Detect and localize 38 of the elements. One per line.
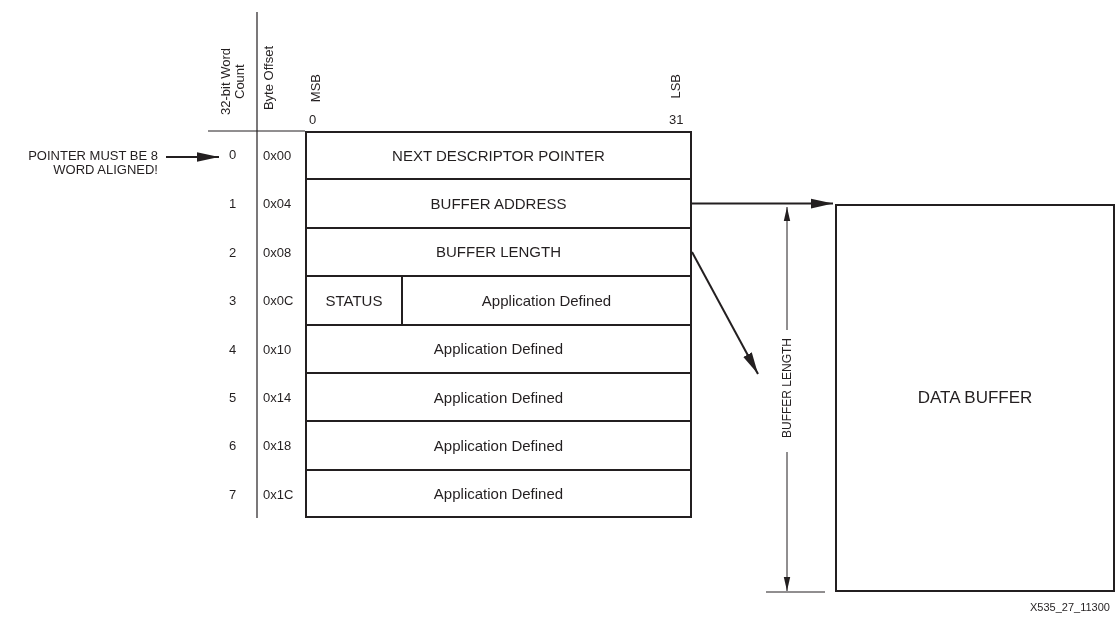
field-cell: STATUS bbox=[305, 276, 402, 325]
field-cell: Application Defined bbox=[305, 324, 692, 373]
field-cell: Application Defined bbox=[305, 373, 692, 422]
field-cell: Application Defined bbox=[402, 276, 692, 325]
byte-offset: 0x00 bbox=[263, 148, 292, 163]
bit-label: MSB bbox=[309, 74, 323, 103]
byte-offset: 0x14 bbox=[263, 390, 292, 405]
arrow bbox=[691, 198, 834, 209]
byte-offset: 0x1C bbox=[263, 486, 294, 502]
word-count: 3 bbox=[229, 293, 237, 309]
word-count: 5 bbox=[229, 390, 237, 405]
byte-offset: 0x0C bbox=[263, 293, 294, 309]
column-header: 32-bit Word Count bbox=[219, 47, 247, 118]
field-cell: BUFFER ADDRESS bbox=[305, 179, 692, 228]
byte-offset: 0x08 bbox=[263, 244, 292, 260]
word-count: 1 bbox=[229, 196, 237, 212]
field-cell: Application Defined bbox=[305, 421, 692, 470]
note-text: POINTER MUST BE 8 WORD ALIGNED! bbox=[20, 149, 158, 177]
column-header: Byte Offset bbox=[262, 46, 276, 111]
word-count: 6 bbox=[229, 438, 237, 454]
byte-offset: 0x18 bbox=[263, 438, 292, 454]
word-count: 0 bbox=[229, 148, 237, 162]
buffer-box: DATA BUFFER bbox=[835, 204, 1115, 592]
word-count: 2 bbox=[229, 244, 237, 260]
bit-label: LSB bbox=[669, 74, 683, 99]
word-count: 7 bbox=[229, 486, 237, 502]
field-cell: BUFFER LENGTH bbox=[305, 227, 692, 277]
arrow bbox=[165, 152, 220, 162]
bit-number: 0 bbox=[309, 112, 317, 127]
field-cell: NEXT DESCRIPTOR POINTER bbox=[305, 131, 692, 180]
byte-offset: 0x10 bbox=[263, 341, 292, 357]
dimension-text: BUFFER LENGTH bbox=[780, 338, 794, 438]
arrow bbox=[691, 251, 759, 375]
figure-id: X535_27_11300 bbox=[1030, 600, 1110, 615]
word-count: 4 bbox=[229, 341, 237, 357]
bit-number: 31 bbox=[669, 112, 684, 127]
byte-offset: 0x04 bbox=[263, 196, 292, 212]
field-cell: Application Defined bbox=[305, 469, 692, 519]
